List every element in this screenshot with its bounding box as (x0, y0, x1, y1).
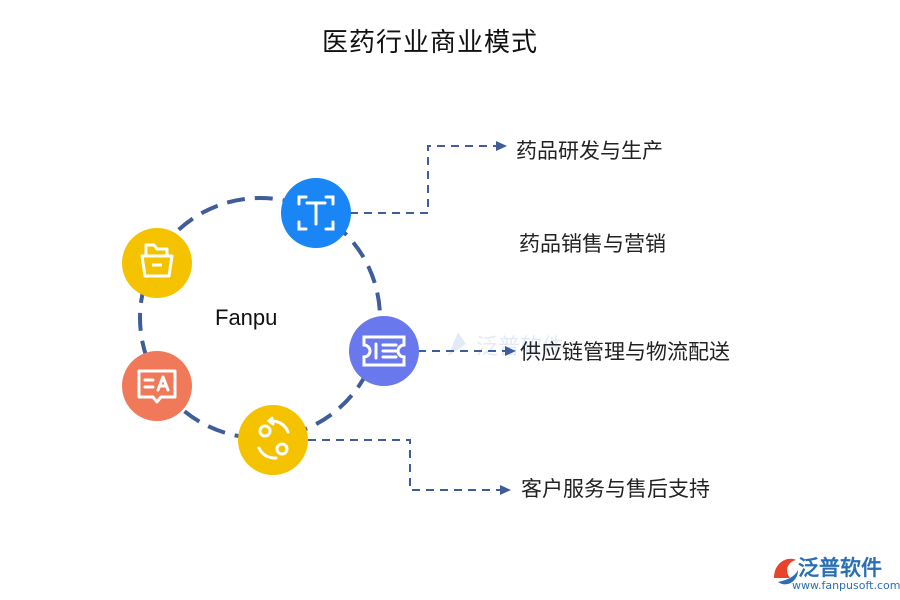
folder-icon (140, 243, 174, 278)
arrow-top-icon (496, 141, 507, 151)
diagram-title: 医药行业商业模式 (321, 28, 538, 58)
connector-top (350, 145, 504, 214)
arrow-bottom-icon (500, 485, 511, 495)
brand-logo-icon (774, 558, 796, 578)
watermark-logo-icon (448, 332, 466, 356)
brand-name: 泛普软件 (798, 556, 882, 580)
translate-icon (137, 369, 177, 404)
node-ticket (349, 316, 419, 386)
node-folder (122, 228, 192, 298)
item-label-sales: 药品销售与营销 (519, 232, 666, 256)
arrow-middle-icon (505, 346, 516, 356)
text-frame-icon (297, 195, 335, 231)
item-label-rnd: 药品研发与生产 (516, 139, 663, 163)
sync-icon (257, 416, 290, 460)
node-translate (122, 351, 192, 421)
brand-url: www.fanpusoft.com (792, 579, 900, 592)
brand-logo (774, 558, 798, 585)
connector-bottom (308, 439, 508, 491)
center-label: Fanpu (215, 305, 278, 330)
watermark-text: 泛普软件 (476, 335, 564, 360)
watermark: 泛普软件 (444, 328, 564, 362)
item-label-supply: 供应链管理与物流配送 (520, 340, 730, 364)
node-sync (238, 405, 308, 475)
ticket-list-icon (362, 335, 406, 367)
node-text-frame (281, 178, 351, 248)
item-label-service: 客户服务与售后支持 (521, 477, 710, 501)
